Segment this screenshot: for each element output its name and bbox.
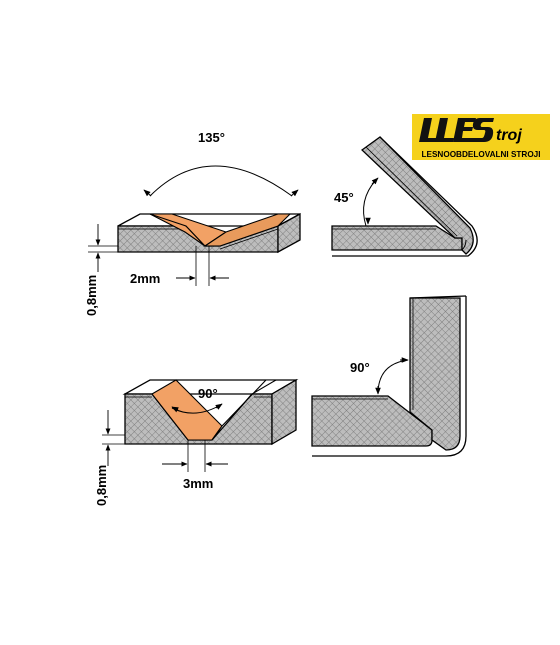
thickness-bottom-dimension: 0,8mm <box>94 410 125 506</box>
thickness-top-label: 0,8mm <box>84 275 99 316</box>
angle-90-right-label: 90° <box>350 360 370 375</box>
panel-45-flat <box>331 225 463 251</box>
angle-45-dimension: 45° <box>334 177 379 227</box>
panel-90-cut-right <box>211 379 279 441</box>
angle-90-left-label: 90° <box>198 386 218 401</box>
logo-tagline: LESNOOBDELOVALNI STROJI <box>421 150 540 159</box>
logo-svg: troj LESNOOBDELOVALNI STROJI <box>412 114 550 160</box>
angle-135-label: 135° <box>198 130 225 145</box>
svg-text:troj: troj <box>496 127 522 144</box>
panel-90-group <box>122 378 299 446</box>
panel-45-group <box>331 136 478 257</box>
angle-135-dimension: 135° <box>143 130 299 197</box>
thickness-bottom-label: 0,8mm <box>94 465 109 506</box>
panel-90-folded-group <box>311 295 467 457</box>
angle-45-label: 45° <box>334 190 354 205</box>
width-3mm-dimension: 3mm <box>162 440 228 491</box>
angle-90-left-dimension: 90° <box>171 386 223 414</box>
angle-90-right-dimension: 90° <box>350 357 409 395</box>
panel-90-side-face <box>271 378 297 446</box>
panel-90-folded-vertical <box>409 297 461 451</box>
panel-135-group <box>117 212 301 254</box>
brand-logo: troj LESNOOBDELOVALNI STROJI <box>412 114 550 160</box>
panel-135-side-face <box>277 212 301 254</box>
width-2mm-dimension: 2mm <box>130 246 229 286</box>
width-3mm-label: 3mm <box>183 476 213 491</box>
logo-wordmark: troj <box>419 118 522 144</box>
width-2mm-label: 2mm <box>130 271 160 286</box>
thickness-top-dimension: 0,8mm <box>84 224 118 316</box>
